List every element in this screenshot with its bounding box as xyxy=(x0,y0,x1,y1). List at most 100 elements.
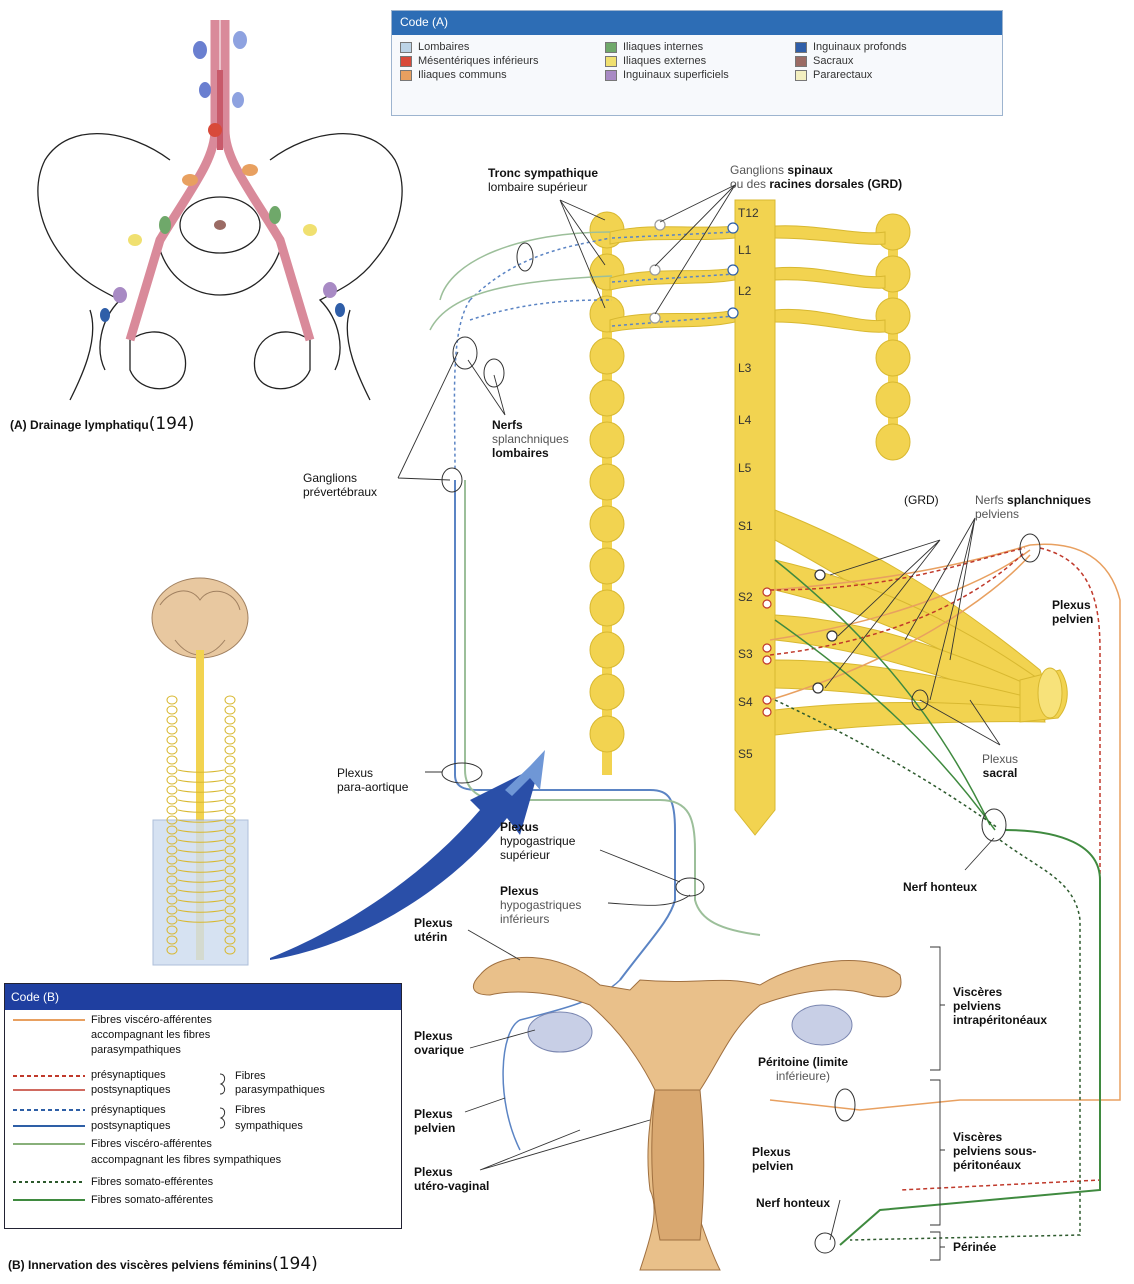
visc-intra-2: pelviens xyxy=(953,999,1001,1013)
nerfs-spl-3: lombaires xyxy=(492,446,549,460)
nerfs-splanchniques-lombaires-label: Nerfs splanchniques lombaires xyxy=(492,418,569,460)
vertebra-label: L3 xyxy=(738,361,752,375)
code-b-fibres-sym: Fibres xyxy=(235,1104,266,1116)
mini-ganglion xyxy=(225,716,235,724)
sacral-plexus xyxy=(775,510,1067,735)
ganglions-1a: Ganglions xyxy=(730,163,784,177)
trunk-ganglion xyxy=(590,674,624,710)
code-b-visc-sym-2: accompagnant les fibres sympathiques xyxy=(91,1154,281,1166)
plexus-hypoinf-3: inférieurs xyxy=(500,912,549,926)
mini-ganglion xyxy=(167,716,177,724)
code-b-somato-eff: Fibres somato-efférentes xyxy=(91,1176,213,1188)
code-b-para-pre: présynaptiques xyxy=(91,1069,166,1081)
trunk-ganglion xyxy=(876,382,910,418)
vertebra-label: S5 xyxy=(738,747,753,761)
trunk-ganglion xyxy=(590,716,624,752)
vertebra-label: S1 xyxy=(738,519,753,533)
tronc-line1: Tronc sympathique xyxy=(488,166,598,180)
mini-ganglion xyxy=(167,736,177,744)
visc-sous-3: péritonéaux xyxy=(953,1158,1021,1172)
grd-label: (GRD) xyxy=(904,493,939,507)
code-b-legend: Code (B) Fibres viscéro-afférentes accom… xyxy=(4,983,402,1229)
plexus-pelvien-c-1: Plexus xyxy=(752,1145,791,1159)
mini-ganglion xyxy=(167,786,177,794)
code-b-visc-para-2: accompagnant les fibres xyxy=(91,1029,210,1041)
code-b-fibres-para: Fibres xyxy=(235,1070,266,1082)
ganglions-1b: spinaux xyxy=(787,163,832,177)
visc-sous-2: pelviens sous- xyxy=(953,1144,1036,1158)
code-b-parasym: parasympathiques xyxy=(235,1084,325,1096)
peritoine-1: Péritoine (limite xyxy=(758,1055,848,1069)
trunk-ganglion xyxy=(590,590,624,626)
mini-ganglion xyxy=(225,706,235,714)
nerfs-pelv-2: pelviens xyxy=(975,507,1019,521)
plexus-uterin-1: Plexus xyxy=(414,916,453,930)
mini-ganglion xyxy=(167,726,177,734)
plexus-hyposup-1: Plexus xyxy=(500,820,539,834)
mini-ganglion xyxy=(225,766,235,774)
nerfs-spl-1: Nerfs xyxy=(492,418,523,432)
code-b-visc-para-1: Fibres viscéro-afférentes xyxy=(91,1014,212,1026)
plexus-ovarique-label: Plexus ovarique xyxy=(414,1029,464,1057)
nerf-honteux-center-label: Nerf honteux xyxy=(756,1196,830,1210)
vertebra-label: T12 xyxy=(738,206,759,220)
trunk-ganglion xyxy=(590,338,624,374)
visceres-intra-label: Viscères pelviens intrapéritonéaux xyxy=(953,985,1047,1027)
perinee-text: Périnée xyxy=(953,1240,996,1254)
trunk-ganglion xyxy=(590,548,624,584)
mini-ganglion xyxy=(167,796,177,804)
mini-ganglion xyxy=(167,756,177,764)
plexus-para-aortique-label: Plexus para-aortique xyxy=(337,766,408,794)
visc-sous-1: Viscères xyxy=(953,1130,1002,1144)
code-b-sym: sympathiques xyxy=(235,1120,303,1132)
code-b-title: Code (B) xyxy=(5,984,401,1010)
nerfs-spl-2: splanchniques xyxy=(492,432,569,446)
mini-ganglion xyxy=(225,696,235,704)
trunk-ganglion xyxy=(590,422,624,458)
mini-ganglion xyxy=(167,696,177,704)
ganglions-prev-2: prévertébraux xyxy=(303,485,377,499)
nerf-honteux-r-text: Nerf honteux xyxy=(903,880,977,894)
plexus-pelvien-right-label: Plexus pelvien xyxy=(1052,598,1093,626)
visc-intra-3: intrapéritonéaux xyxy=(953,1013,1047,1027)
zoom-arrow xyxy=(270,765,540,960)
mini-ganglion xyxy=(167,746,177,754)
ganglions-prevertebraux-label: Ganglions prévertébraux xyxy=(303,471,377,499)
mini-ganglion xyxy=(167,766,177,774)
peritoine-label: Péritoine (limite inférieure) xyxy=(758,1055,848,1083)
plexus-ovarique-2: ovarique xyxy=(414,1043,464,1057)
mini-ganglion xyxy=(167,806,177,814)
trunk-ganglion xyxy=(590,380,624,416)
perinee-label: Périnée xyxy=(953,1240,996,1254)
visc-intra-1: Viscères xyxy=(953,985,1002,999)
caption-b-ref: (194) xyxy=(272,1254,318,1274)
mini-ganglion xyxy=(225,796,235,804)
plexus-pelvien-r-2: pelvien xyxy=(1052,612,1093,626)
plexus-utvag-1: Plexus xyxy=(414,1165,453,1179)
plexus-sacral-label: Plexus sacral xyxy=(982,752,1018,780)
plexus-utvag-2: utéro-vaginal xyxy=(414,1179,489,1193)
plexus-pelvien-left-label: Plexus pelvien xyxy=(414,1107,455,1135)
plexus-para-1: Plexus xyxy=(337,766,373,780)
plexus-hypoinf-2: hypogastriques xyxy=(500,898,581,912)
plexus-uterin-2: utérin xyxy=(414,930,447,944)
vertebra-label: L4 xyxy=(738,413,752,427)
plexus-pelvien-c-2: pelvien xyxy=(752,1159,793,1173)
tronc-label: Tronc sympathique lombaire supérieur xyxy=(488,166,598,194)
plexus-sacral-1: Plexus xyxy=(982,752,1018,766)
sympathetic-trunk-left xyxy=(590,212,624,775)
plexus-pelvien-l-1: Plexus xyxy=(414,1107,453,1121)
ganglions-spinaux-label: Ganglions spinaux ou des racines dorsale… xyxy=(730,163,902,191)
plexus-sacral-2: sacral xyxy=(983,766,1018,780)
plexus-pelvien-r-1: Plexus xyxy=(1052,598,1091,612)
vertebra-label: S4 xyxy=(738,695,753,709)
ganglions-2c: (GRD) xyxy=(867,177,902,191)
mini-ganglion xyxy=(225,786,235,794)
nerfs-pelv-1a: Nerfs xyxy=(975,493,1004,507)
mini-ganglion xyxy=(225,746,235,754)
grd-text: (GRD) xyxy=(904,493,939,507)
mini-ganglion xyxy=(167,776,177,784)
plexus-hypogastrique-sup-label: Plexus hypogastrique supérieur xyxy=(500,820,575,862)
ganglions-2b: racines dorsales xyxy=(769,177,864,191)
mini-ganglion xyxy=(167,706,177,714)
